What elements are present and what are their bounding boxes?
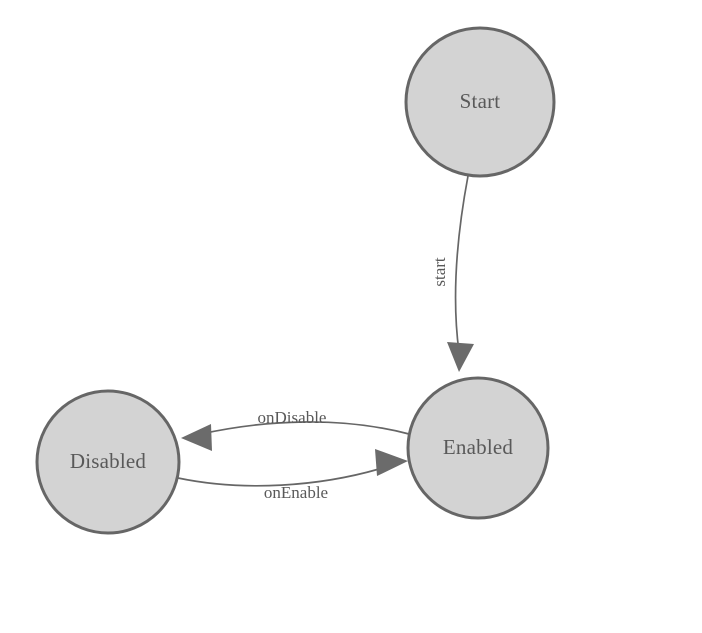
state-node-disabled-circle bbox=[35, 389, 181, 535]
state-node-start-label: Start bbox=[460, 89, 501, 113]
state-node-disabled[interactable]: Disabled bbox=[35, 389, 181, 535]
edge-disabled-to-enabled[interactable] bbox=[177, 449, 408, 487]
edge-disabled-to-enabled-path bbox=[177, 468, 380, 487]
state-node-enabled-circle bbox=[406, 376, 550, 520]
edge-enabled-to-disabled-path bbox=[200, 421, 410, 435]
state-node-start-circle bbox=[404, 26, 556, 178]
state-node-enabled[interactable]: Enabled bbox=[406, 376, 550, 520]
edge-label-on-disable: onDisable bbox=[258, 408, 327, 427]
edge-disabled-to-enabled-arrowhead bbox=[375, 449, 408, 476]
edge-enabled-to-disabled-arrowhead bbox=[181, 424, 212, 451]
edge-start-to-enabled[interactable] bbox=[447, 175, 474, 372]
state-node-disabled-label: Disabled bbox=[70, 449, 147, 473]
state-node-enabled-label: Enabled bbox=[443, 435, 514, 459]
edge-label-start: start bbox=[430, 257, 449, 287]
state-node-start[interactable]: Start bbox=[404, 26, 556, 178]
edge-start-to-enabled-arrowhead bbox=[447, 342, 474, 372]
edge-label-on-enable: onEnable bbox=[264, 483, 328, 502]
edge-start-to-enabled-path bbox=[454, 175, 469, 353]
edge-enabled-to-disabled[interactable] bbox=[181, 421, 410, 451]
